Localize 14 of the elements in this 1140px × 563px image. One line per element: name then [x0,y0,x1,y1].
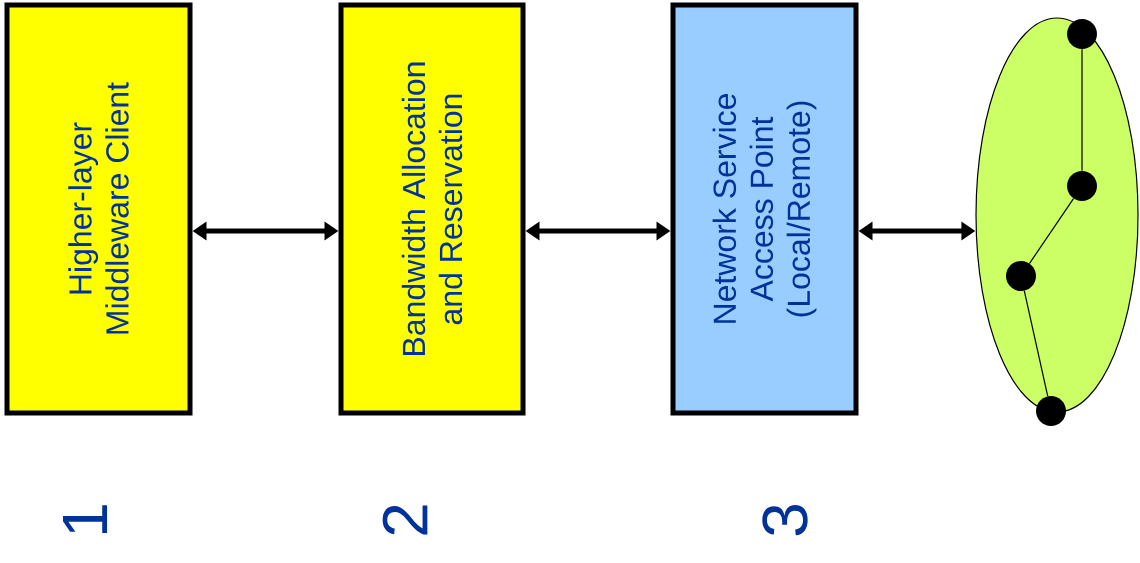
process-box: Network Service Access Point (Local/Remote) [670,2,859,416]
link-line [1028,198,1075,265]
link-line [1081,48,1083,172]
node-dot [1036,396,1066,426]
process-box: Higher-layer Middleware Client [4,2,193,416]
node-dot [1067,19,1097,49]
step-number: 2 [382,505,428,535]
step-number: 3 [762,505,808,536]
process-box: Bandwidth Allocation and Reservation [338,2,526,416]
node-dot [1006,261,1036,291]
node-dot [1067,171,1097,201]
link-line [1023,290,1049,397]
step-number: 1 [63,505,107,533]
network-ellipse [975,17,1139,413]
